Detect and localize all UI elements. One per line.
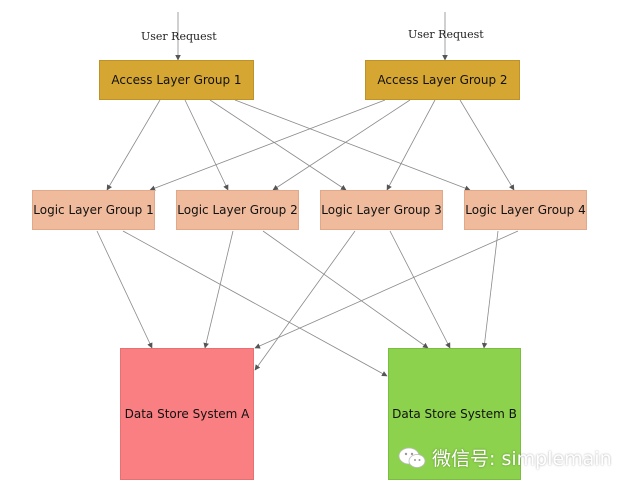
edge-logic4-storeB bbox=[481, 230, 499, 349]
logic-layer-group-2: Logic Layer Group 2 bbox=[176, 190, 299, 230]
edge-logic4-storeA bbox=[254, 230, 519, 349]
wechat-icon bbox=[398, 447, 426, 468]
edge-logic2-storeB bbox=[262, 230, 429, 349]
edge-access1-logic1 bbox=[106, 99, 161, 191]
edge-access2-logic3 bbox=[386, 99, 436, 191]
logic-layer-group-1: Logic Layer Group 1 bbox=[32, 190, 155, 230]
edge-access1-logic3 bbox=[209, 99, 347, 191]
logic-layer-group-4: Logic Layer Group 4 bbox=[464, 190, 587, 230]
edge-logic1-storeA bbox=[96, 230, 153, 349]
edge-logic1-storeB bbox=[122, 230, 388, 377]
edge-access2-logic2 bbox=[272, 99, 411, 191]
edge-access2-logic4 bbox=[459, 99, 515, 191]
edge-access2-logic1 bbox=[149, 99, 386, 191]
edge-access1-logic2 bbox=[184, 99, 229, 191]
edge-access1-logic4 bbox=[234, 99, 471, 191]
access-layer-group-1: Access Layer Group 1 bbox=[99, 60, 254, 100]
access-layer-group-2: Access Layer Group 2 bbox=[365, 60, 520, 100]
wechat-watermark: 微信号: simplemain bbox=[398, 444, 612, 471]
edge-logic2-storeA bbox=[203, 230, 234, 349]
logic-layer-group-3: Logic Layer Group 3 bbox=[320, 190, 443, 230]
data-store-system-a: Data Store System A bbox=[120, 348, 254, 480]
watermark-text: 微信号: simplemain bbox=[432, 448, 612, 470]
edge-logic3-storeB bbox=[389, 230, 451, 349]
user-request-label-1: User Request bbox=[141, 30, 217, 43]
user-request-label-2: User Request bbox=[408, 28, 484, 41]
edge-logic3-storeA bbox=[254, 230, 356, 371]
